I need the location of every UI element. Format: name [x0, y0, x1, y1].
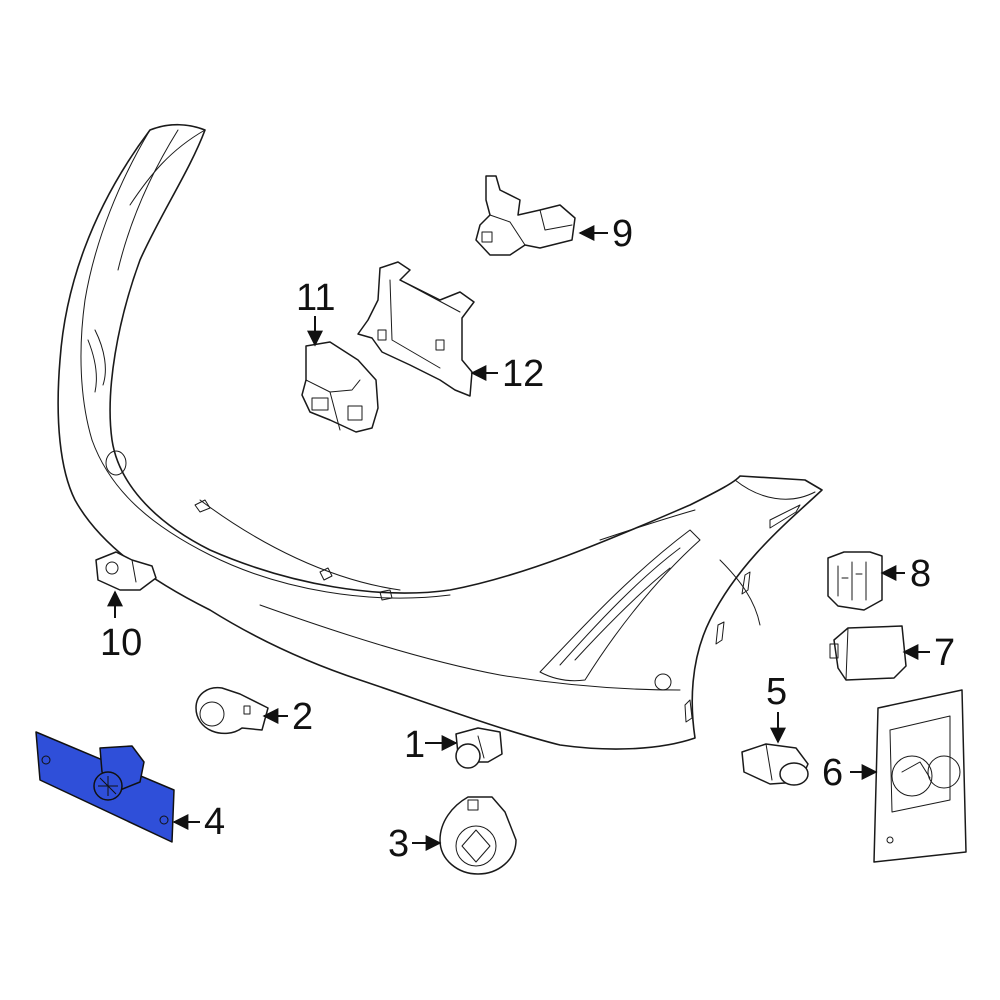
callout-8: 8 — [910, 553, 931, 595]
callout-7: 7 — [934, 632, 955, 674]
callout-2: 2 — [292, 696, 313, 738]
callout-3: 3 — [388, 823, 409, 865]
part-5-sensor — [741, 743, 809, 786]
callout-1: 1 — [404, 724, 425, 766]
callout-5: 5 — [766, 671, 787, 713]
part-7-module — [829, 625, 907, 681]
bumper-cover — [57, 123, 823, 750]
part-3-housing — [439, 796, 517, 875]
part-6-plate — [873, 689, 967, 863]
callout-9: 9 — [612, 213, 633, 255]
callout-4: 4 — [204, 801, 225, 843]
callout-6: 6 — [822, 752, 843, 794]
part-2-mount — [195, 686, 269, 735]
callout-10: 10 — [100, 622, 142, 664]
part-4-bracket — [35, 731, 175, 843]
part-10-clip — [95, 551, 157, 591]
part-1-sensor — [455, 727, 503, 769]
part-8-clip — [827, 551, 883, 611]
callout-11: 11 — [296, 277, 335, 319]
part-12-bracket — [357, 261, 475, 397]
part-11-bracket — [301, 341, 379, 433]
callout-arrows — [107, 225, 930, 851]
part-9-bracket — [475, 175, 576, 256]
callout-labels: 9 12 11 10 2 1 3 4 5 6 7 8 — [100, 213, 955, 865]
callout-12: 12 — [502, 353, 544, 395]
